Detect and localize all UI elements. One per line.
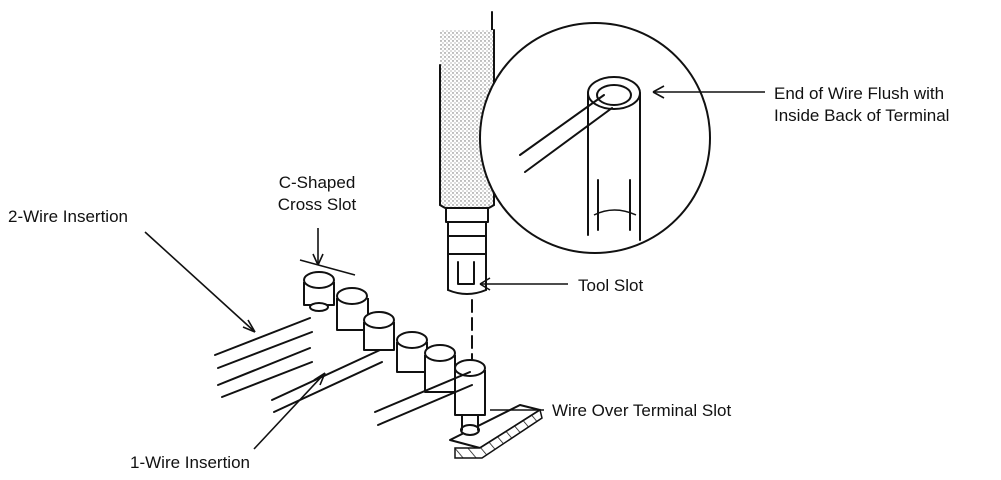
insertion-tool (439, 11, 495, 361)
magnified-detail (479, 22, 711, 254)
label-c-shaped-line2: Cross Slot (277, 195, 357, 214)
label-c-shaped-line1: C-Shaped (278, 173, 356, 192)
label-end-of-wire-line2: Inside Back of Terminal (774, 106, 950, 125)
label-end-of-wire-line1: End of Wire Flush with (774, 84, 945, 103)
label-two-wire-insertion: 2-Wire Insertion (8, 207, 128, 226)
leader-lines (144, 85, 765, 450)
label-one-wire-insertion: 1-Wire Insertion (130, 453, 250, 472)
terminal-block (214, 271, 543, 459)
label-tool-slot: Tool Slot (578, 276, 644, 295)
label-wire-over-terminal-slot: Wire Over Terminal Slot (552, 401, 732, 420)
